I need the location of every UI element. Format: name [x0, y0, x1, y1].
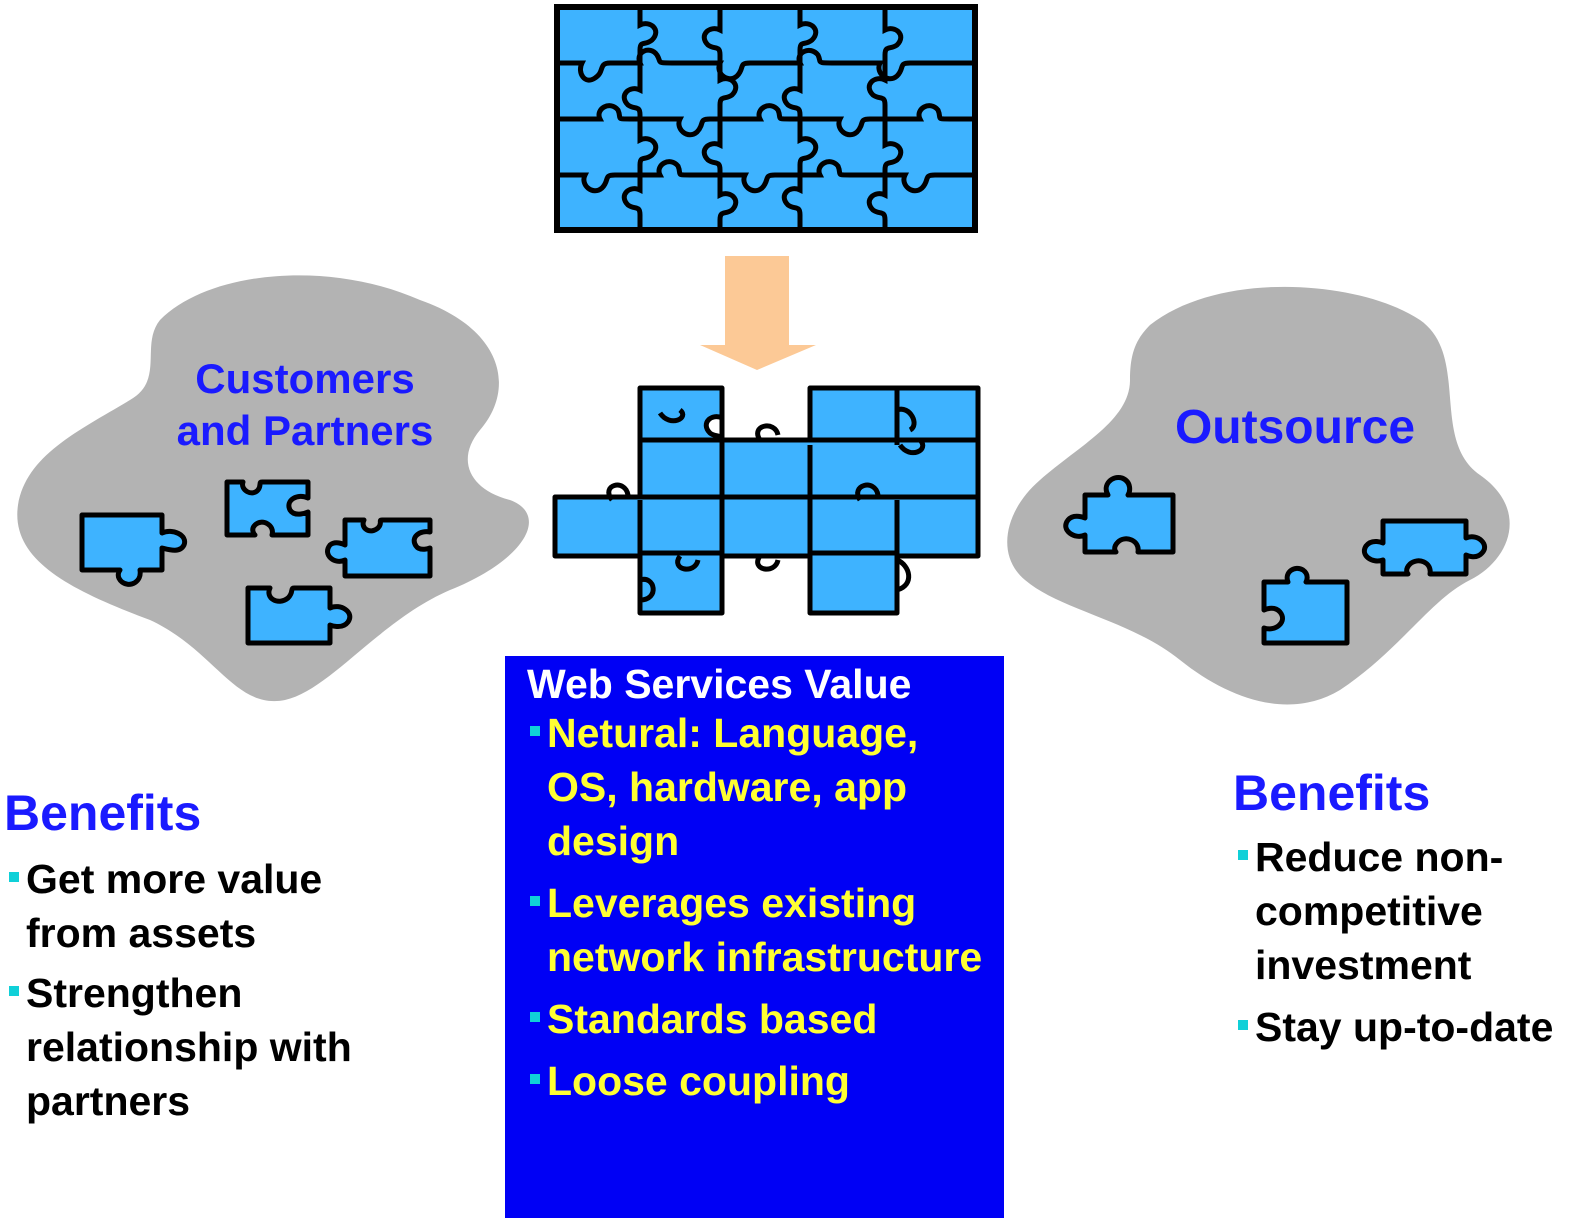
puzzle-cluster-icon — [552, 385, 981, 616]
down-arrow-icon — [700, 256, 816, 370]
list-item: Leverages existing network infrastructur… — [525, 876, 995, 984]
value-box-title: Web Services Value — [527, 661, 912, 707]
list-item: Strengthen relationship with partners — [4, 966, 424, 1128]
list-item: Get more value from assets — [4, 852, 424, 960]
left-benefits-list: Get more value from assets Strengthen re… — [4, 852, 424, 1128]
right-benefits-list: Reduce non-competitive investment Stay u… — [1233, 830, 1587, 1054]
customers-partners-label: Customers and Partners — [155, 353, 455, 457]
puzzle-grid-icon — [554, 4, 978, 233]
outsource-label: Outsource — [1174, 401, 1416, 454]
right-benefits-title: Benefits — [1233, 765, 1431, 821]
customers-label-line2: and Partners — [176, 407, 434, 454]
list-item: Stay up-to-date — [1233, 1000, 1587, 1054]
puzzle-piece-icon — [1063, 474, 1488, 646]
list-item: Reduce non-competitive investment — [1233, 830, 1587, 992]
value-list: Netural: Language, OS, hardware, app des… — [525, 706, 995, 1116]
customers-label-line1: Customers — [195, 355, 415, 402]
list-item: Standards based — [525, 992, 995, 1046]
list-item: Netural: Language, OS, hardware, app des… — [525, 706, 995, 868]
left-benefits-title: Benefits — [4, 785, 202, 841]
list-item: Loose coupling — [525, 1054, 995, 1108]
right-cloud — [1007, 286, 1510, 705]
web-services-value-box: Web Services Value Netural: Language, OS… — [505, 656, 1004, 1218]
puzzle-piece-icon — [79, 479, 433, 646]
